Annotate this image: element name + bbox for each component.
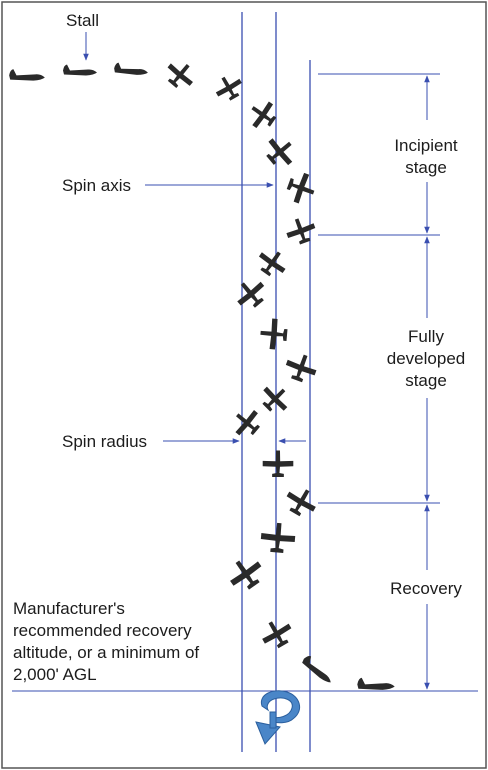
airplane-silhouette-icon [300,653,336,685]
recovery-label: Recovery [390,579,462,598]
airplane-silhouette-icon [262,450,294,478]
fully-developed-label-line2: developed [387,349,465,368]
leader-arrows [83,32,306,444]
airplane-silhouette-icon [211,70,247,105]
airplane-silhouette-icon [282,350,320,386]
airplane-silhouette-icon [281,482,322,521]
airplane-silhouette-icon [259,317,289,351]
airplane-silhouette-icon [253,244,292,282]
airplane-silhouette-icon [63,64,97,76]
spin-guide-lines [241,12,311,752]
airplane-silhouette-icon [283,214,319,248]
incipient-label-line2: stage [405,158,447,177]
airplane-sequence [9,55,395,690]
altitude-note-line2: recommended recovery [13,621,192,640]
rotation-arrow-icon [255,690,301,745]
stall-label: Stall [66,11,99,30]
fully-developed-label-line3: stage [405,371,447,390]
fully-developed-label-line1: Fully [408,327,444,346]
airplane-silhouette-icon [283,169,319,207]
airplane-silhouette-icon [256,614,297,653]
airplane-silhouette-icon [230,273,272,314]
altitude-note-line3: altitude, or a minimum of [13,643,199,662]
spin-radius-label: Spin radius [62,432,147,451]
incipient-label-line1: Incipient [394,136,458,155]
airplane-silhouette-icon [256,379,295,418]
airplane-silhouette-icon [223,551,269,596]
spin-axis-label: Spin axis [62,176,131,195]
airplane-silhouette-icon [9,69,45,81]
figure-labels: Stall Spin axis Spin radius Incipient st… [13,11,465,684]
stage-dimension-markers [318,73,440,692]
airplane-silhouette-icon [357,677,395,690]
airplane-silhouette-icon [161,55,200,94]
altitude-note-line1: Manufacturer's [13,599,125,618]
airplane-silhouette-icon [260,131,301,173]
airplane-silhouette-icon [259,521,297,554]
airplane-silhouette-icon [227,403,266,442]
altitude-note-line4: 2,000' AGL [13,665,97,684]
airplane-silhouette-icon [113,62,149,76]
